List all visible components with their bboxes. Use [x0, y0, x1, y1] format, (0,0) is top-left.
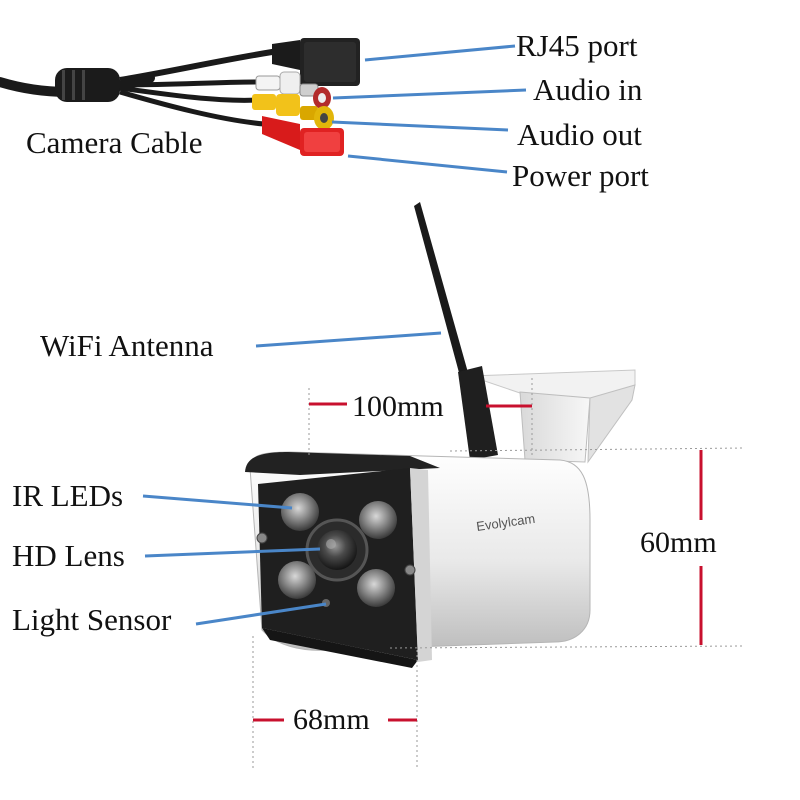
ir-led-bottom-left — [278, 561, 316, 599]
label-hd-lens: HD Lens — [12, 538, 125, 573]
leader-audio-out — [331, 120, 509, 132]
leader-hd-lens — [144, 547, 321, 558]
ir-led-top-right — [359, 501, 397, 539]
wifi-antenna — [414, 202, 498, 460]
front-screws — [256, 532, 416, 576]
ir-led-top-left — [281, 493, 319, 531]
leader-power — [347, 154, 508, 174]
ir-led-bottom-right — [357, 569, 395, 607]
leader-light-sensor — [195, 602, 327, 626]
dimension-guides — [252, 378, 746, 770]
leader-antenna — [255, 331, 442, 348]
leader-audio-in — [332, 88, 527, 100]
audio-out-connector — [252, 94, 334, 130]
dimension-width: 68mm — [291, 703, 372, 736]
rj45-connector — [272, 38, 360, 86]
label-ir-leds: IR LEDs — [12, 478, 124, 513]
mounting-bracket — [469, 369, 636, 464]
camera-body — [245, 451, 591, 668]
leader-rj45 — [364, 44, 516, 62]
dimension-length: 100mm — [350, 390, 446, 423]
label-audio-out: Audio out — [517, 117, 642, 152]
label-rj45-port: RJ45 port — [516, 28, 638, 63]
leader-lines — [142, 44, 527, 626]
audio-in-connector — [255, 71, 331, 109]
label-power-port: Power port — [512, 158, 649, 193]
label-audio-in: Audio in — [533, 72, 643, 107]
ir-led-array — [278, 493, 397, 607]
dimension-height: 60mm — [638, 526, 719, 559]
label-wifi-antenna: WiFi Antenna — [40, 328, 214, 363]
leader-ir-leds — [142, 494, 293, 510]
hd-lens — [305, 518, 369, 582]
camera-cable — [0, 47, 286, 127]
power-connector — [262, 116, 344, 156]
label-light-sensor: Light Sensor — [12, 602, 172, 637]
label-camera-cable: Camera Cable — [26, 125, 203, 160]
